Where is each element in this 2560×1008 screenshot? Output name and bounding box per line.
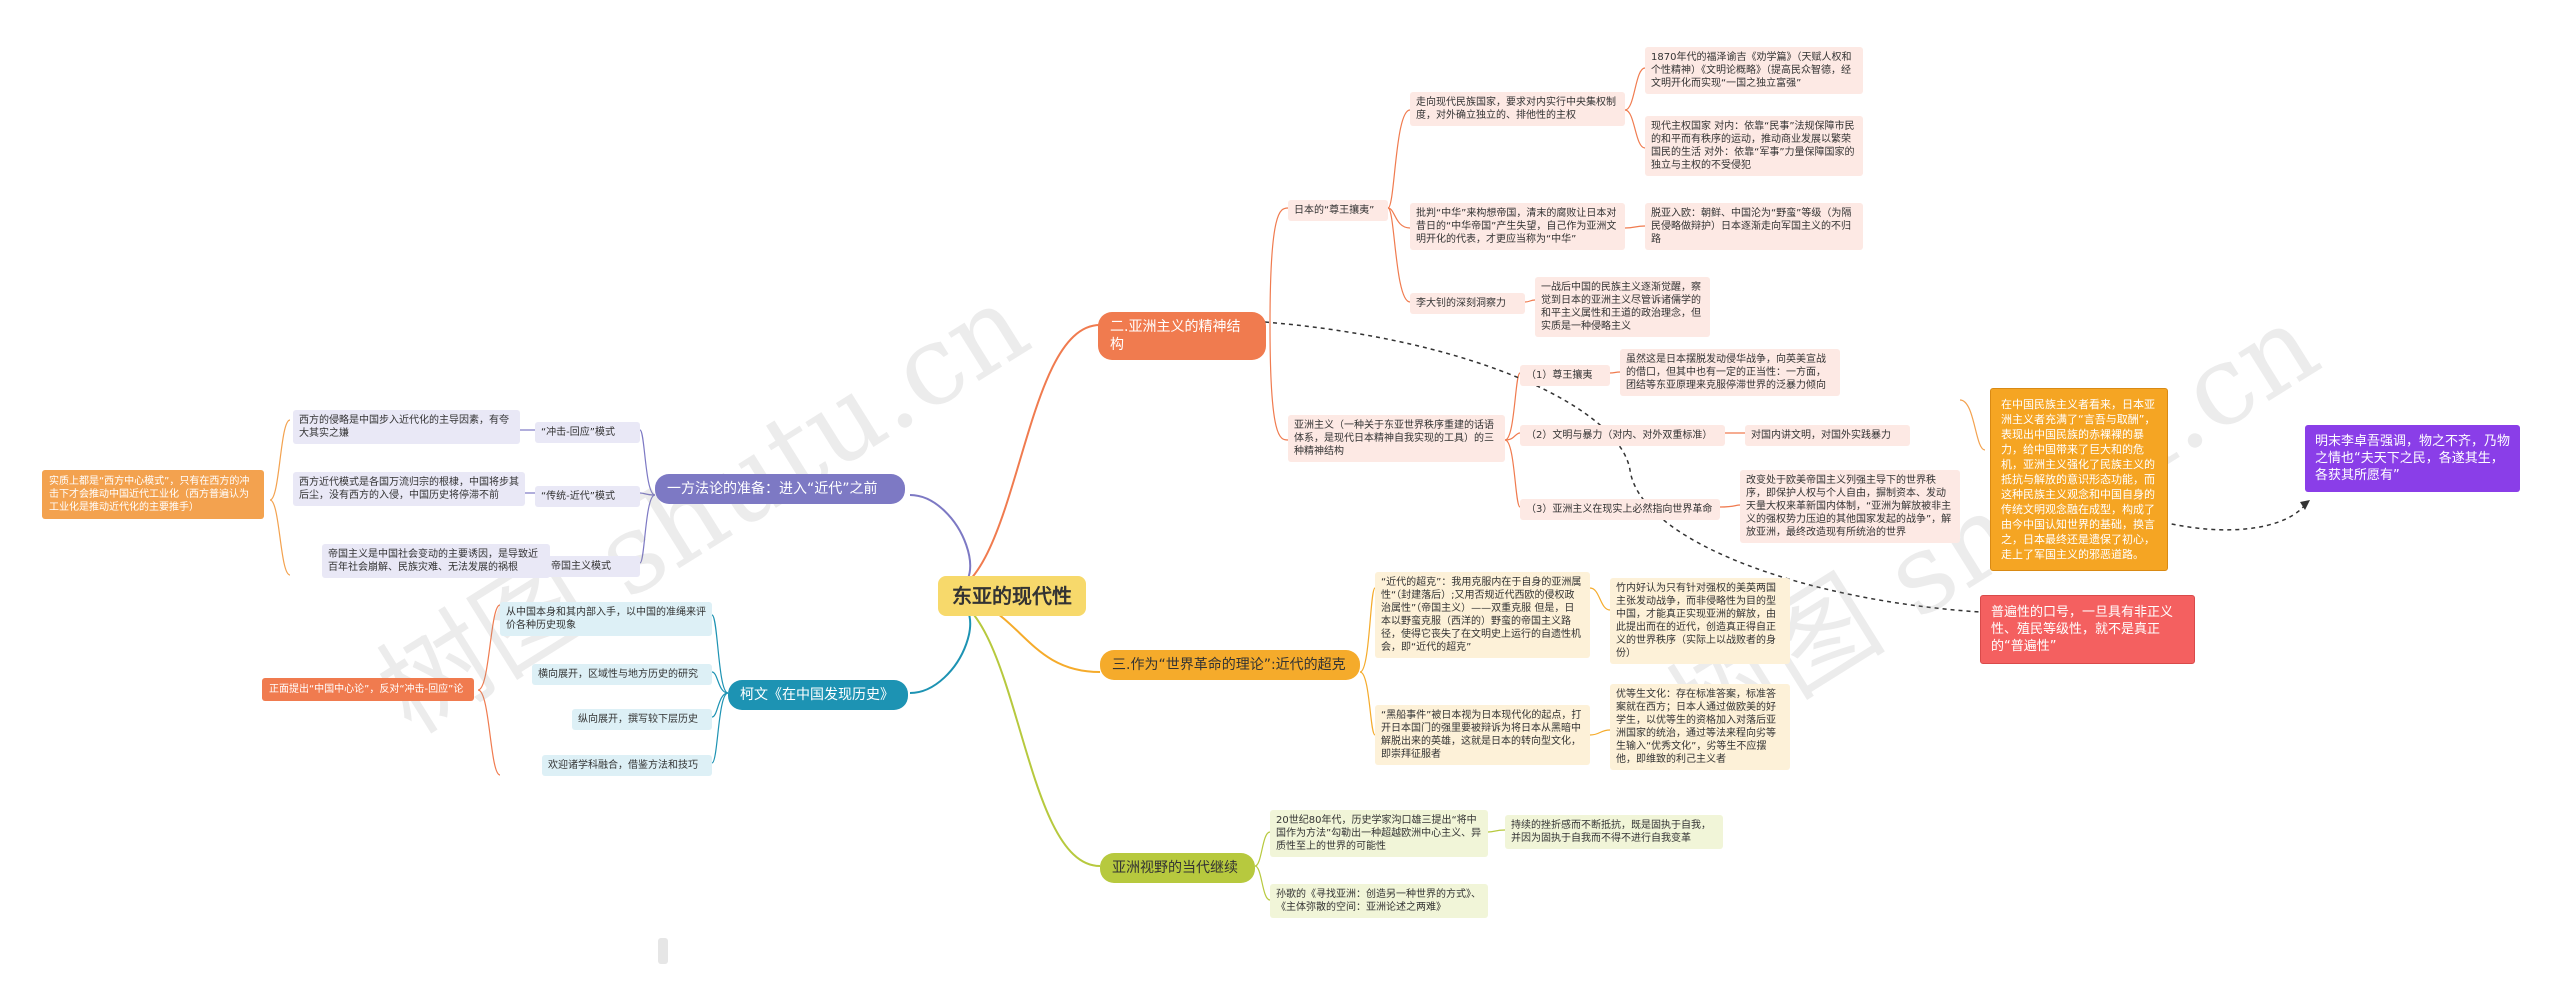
model-imperialism[interactable]: 帝国主义模式 <box>545 556 640 577</box>
branch-methodology[interactable]: 一方法论的准备：进入“近代”之前 <box>655 474 905 504</box>
li-zhuowu-callout[interactable]: 明末李卓吾强调，物之不齐，乃物之情也“夫天下之民，各遂其生，各获其所愿有” <box>2305 425 2520 492</box>
fukuzawa-note[interactable]: 1870年代的福泽谕吉《劝学篇》（天赋人权和个性精神）《文明论概略》（提高民众智… <box>1645 47 1863 94</box>
li-dazhao[interactable]: 李大钊的深刻洞察力 <box>1410 293 1525 314</box>
cohen-point-2[interactable]: 横向展开，区域性与地方历史的研究 <box>532 664 712 685</box>
branch-overcoming-modernity[interactable]: 三.作为“世界革命的理论”:近代的超克 <box>1100 650 1360 680</box>
cohen-point-4[interactable]: 欢迎诸学科融合，借鉴方法和技巧 <box>542 755 712 776</box>
datsu-a-note[interactable]: 脱亚入欧：朝鲜、中国沦为“野蛮”等级（为隔民侵略做辩护）日本逐渐走向军国主义的不… <box>1645 203 1863 250</box>
summary-western-centric[interactable]: 实质上都是“西方中心模式”，只有在西方的冲击下才会推动中国近代工业化（西方普遍认… <box>42 470 264 519</box>
structure-2[interactable]: （2）文明与暴力（对内、对外双重标准） <box>1520 425 1725 446</box>
japan-point-2[interactable]: 批判“中华”来构想帝国，清末的腐败让日本对昔日的“中华帝国”产生失望，自己作为亚… <box>1410 203 1625 250</box>
structure-3-note[interactable]: 改变处于欧美帝国主义列强主导下的世界秩序，即保护人权与个人自由，摒制资本、发动天… <box>1740 470 1960 543</box>
honor-student-culture[interactable]: 优等生文化：存在标准答案，标准答案就在西方；日本人通过做欧美的好学生，以优等生的… <box>1610 684 1790 770</box>
structure-1-note[interactable]: 虽然这是日本摆脱发动侵华战争，向英美宣战的借口，但其中也有一定的正当性：一方面，… <box>1620 349 1840 396</box>
black-ships-event[interactable]: “黑船事件”被日本视为日本现代化的起点，打开日本国门的强里要被辩诉为将日本从黑暗… <box>1375 705 1590 765</box>
scroll-handle[interactable] <box>658 938 668 964</box>
model-tradition-modern-desc[interactable]: 西方近代模式是各国万流归宗的根棣，中国将步其后尘，没有西方的入侵，中国历史将停滞… <box>293 472 525 506</box>
sun-ge-books[interactable]: 孙歌的《寻找亚洲：创造另一种世界的方式》、《主体弥散的空间：亚洲论述之两难》 <box>1270 884 1488 918</box>
root-topic[interactable]: 东亚的现代性 <box>938 576 1086 616</box>
cohen-point-1[interactable]: 从中国本身和其内部入手，以中国的准绳来评价各种历史现象 <box>500 602 712 636</box>
universality-callout[interactable]: 普遍性的口号，一旦具有非正义性、殖民等级性，就不是真正的“普遍性” <box>1980 595 2195 664</box>
model-impact-response[interactable]: “冲击-回应”模式 <box>535 422 640 443</box>
li-dazhao-note[interactable]: 一战后中国的民族主义逐渐觉醒，察觉到日本的亚洲主义尽管诉诸儒学的和平主义属性和王… <box>1535 277 1710 337</box>
branch-asianism[interactable]: 二.亚洲主义的精神结构 <box>1098 312 1266 360</box>
japan-point-1[interactable]: 走向现代民族国家，要求对内实行中央集权制度，对外确立独立的、排他性的主权 <box>1410 92 1625 126</box>
asianism-three-structures[interactable]: 亚洲主义（一种关于东亚世界秩序重建的话语体系，是现代日本精神自我实现的工具）的三… <box>1288 415 1505 462</box>
structure-3[interactable]: （3）亚洲主义在现实上必然指向世界革命 <box>1520 499 1720 520</box>
branch-cohen[interactable]: 柯文《在中国发现历史》 <box>728 680 908 710</box>
overcoming-modernity-def[interactable]: “近代的超克”：我用克服内在于自身的亚洲属性“（封建落后）;又用否规近代西欧的侵… <box>1375 572 1590 658</box>
takeuchi-note[interactable]: 竹内好认为只有针对强权的美英两国主张发动战争，而非侵略性为目的型中国，才能真正实… <box>1610 578 1790 664</box>
mizoguchi-resistance[interactable]: 持续的挫折感而不断抵抗，既是固执于自我，并因为固执于自我而不得不进行自我变革 <box>1505 815 1723 849</box>
model-tradition-modern[interactable]: “传统-近代”模式 <box>535 486 640 507</box>
japan-sonno-joi[interactable]: 日本的“尊王攘夷” <box>1288 200 1388 221</box>
nationalist-view-callout[interactable]: 在中国民族主义者看来，日本亚洲主义者充满了“言吾与取酬”，表现出中国民族的赤裸裸… <box>1990 388 2168 571</box>
cohen-point-3[interactable]: 纵向展开，撰写较下层历史 <box>572 709 712 730</box>
branch-contemporary-asia[interactable]: 亚洲视野的当代继续 <box>1100 853 1255 883</box>
structure-2-note[interactable]: 对国内讲文明，对国外实践暴力 <box>1745 425 1910 446</box>
mizoguchi-note[interactable]: 20世纪80年代，历史学家沟口雄三提出“将中国作为方法”勾勒出一种超越欧洲中心主… <box>1270 810 1488 857</box>
sovereign-state-note[interactable]: 现代主权国家 对内：依靠“民事”法规保障市民的和平而有秩序的运动，推动商业发展以… <box>1645 116 1863 176</box>
summary-china-centered[interactable]: 正面提出“中国中心论”，反对“冲击-回应”论 <box>262 678 474 701</box>
model-imperialism-desc[interactable]: 帝国主义是中国社会变动的主要诱因，是导致近百年社会崩解、民族灾难、无法发展的祸根 <box>322 544 550 578</box>
structure-1[interactable]: （1）尊王攘夷 <box>1520 365 1610 386</box>
model-impact-response-desc[interactable]: 西方的侵略是中国步入近代化的主导因素，有夸大其实之嫌 <box>293 410 520 444</box>
